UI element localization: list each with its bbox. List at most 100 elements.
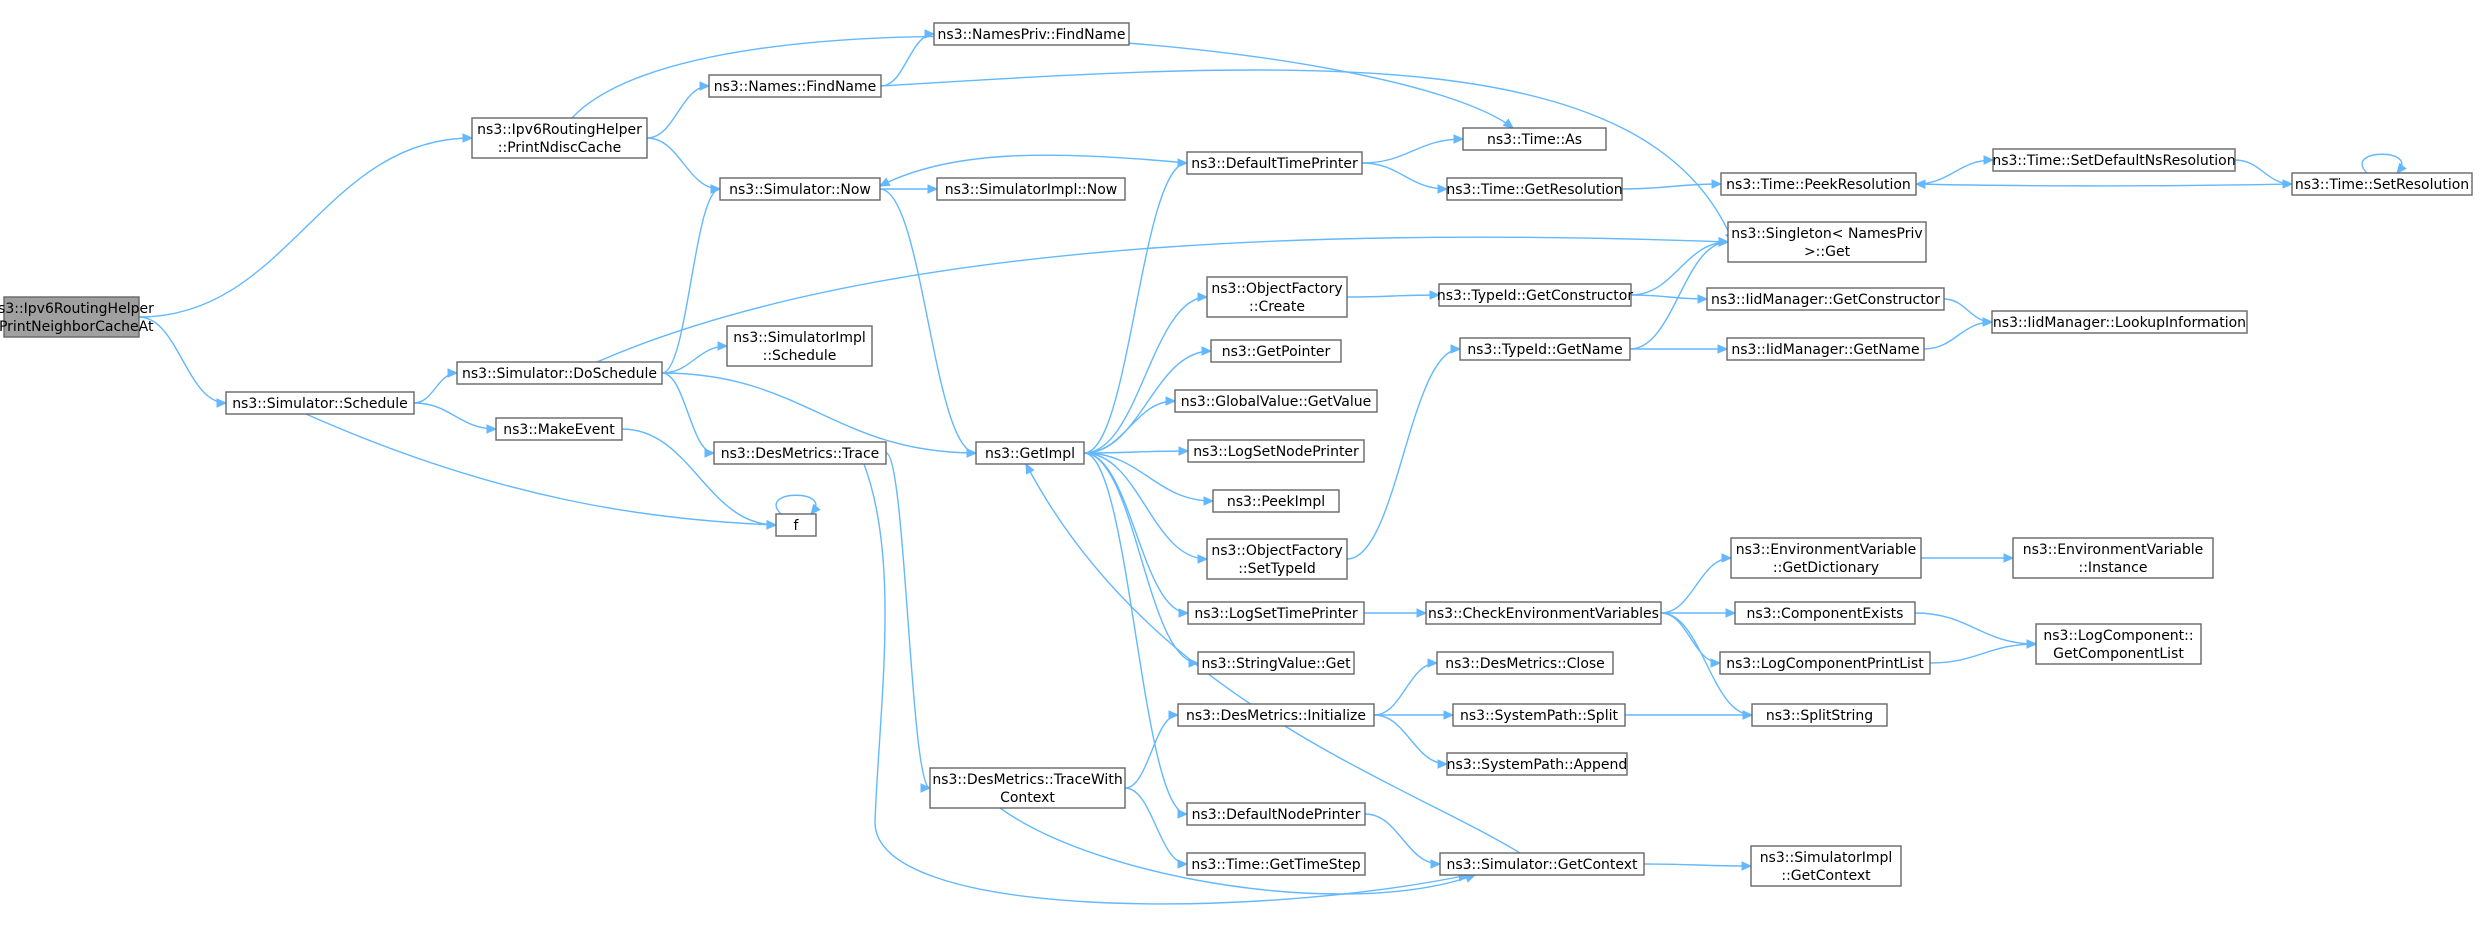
node-box — [456, 361, 663, 385]
edge-arrowhead — [1443, 710, 1455, 720]
node-label: ns3::Singleton< NamesPriv — [1731, 226, 1922, 242]
node-timeSetDefRes[interactable]: ns3::Time::SetDefaultNsResolution — [1992, 148, 2236, 172]
node-box — [1439, 852, 1645, 876]
edge-arrowhead — [810, 503, 821, 515]
node-checkEnv[interactable]: ns3::CheckEnvironmentVariables — [1425, 601, 1662, 625]
edge-arrowhead — [1741, 861, 1753, 871]
node-label: ns3::Ipv6RoutingHelper — [0, 301, 154, 317]
node-label: ns3::IidManager::GetConstructor — [1711, 292, 1940, 308]
edge-arrowhead — [1427, 658, 1439, 668]
node-box — [1446, 177, 1623, 201]
node-label: ns3::LogSetTimePrinter — [1194, 606, 1358, 622]
edge-logSetTime-to-checkEnv — [1364, 608, 1428, 618]
edge-arrowhead — [920, 783, 932, 793]
node-peekImpl[interactable]: ns3::PeekImpl — [1212, 489, 1340, 513]
node-defTimePrinter[interactable]: ns3::DefaultTimePrinter — [1186, 151, 1363, 175]
edge-timeSetRes-to-timePeekRes — [1914, 179, 2293, 189]
node-label: ns3::SimulatorImpl — [1760, 850, 1893, 866]
node-label: ns3::EnvironmentVariable — [1736, 542, 1917, 558]
node-box — [1727, 221, 1927, 263]
node-desClose[interactable]: ns3::DesMetrics::Close — [1436, 651, 1614, 675]
node-box — [495, 417, 623, 441]
node-namesPrivFind[interactable]: ns3::NamesPriv::FindName — [933, 22, 1130, 46]
node-box — [1446, 752, 1628, 776]
node-box — [225, 391, 415, 415]
node-compExists[interactable]: ns3::ComponentExists — [1734, 601, 1916, 625]
edge-getImpl-to-gvGetValue — [1083, 396, 1177, 454]
node-getImpl[interactable]: ns3::GetImpl — [975, 441, 1085, 465]
node-simNow[interactable]: ns3::Simulator::Now — [719, 177, 881, 201]
node-typeIdGetCtor[interactable]: ns3::TypeId::GetConstructor — [1437, 283, 1633, 307]
node-f[interactable]: f — [775, 513, 817, 537]
node-splitString[interactable]: ns3::SplitString — [1751, 703, 1888, 727]
node-envInstance[interactable]: ns3::EnvironmentVariable::Instance — [2012, 537, 2214, 579]
node-simImplSched[interactable]: ns3::SimulatorImpl::Schedule — [726, 325, 873, 367]
node-simImplGetCtx[interactable]: ns3::SimulatorImpl::GetContext — [1750, 845, 1902, 887]
node-timePeekRes[interactable]: ns3::Time::PeekResolution — [1720, 172, 1917, 196]
edge-defTimePrinter-to-timeAs — [1361, 134, 1465, 164]
node-timeSetRes[interactable]: ns3::Time::SetResolution — [2291, 172, 2473, 196]
node-simGetCtx[interactable]: ns3::Simulator::GetContext — [1439, 852, 1645, 876]
node-box — [1991, 310, 2248, 334]
node-objFactCreate[interactable]: ns3::ObjectFactory::Create — [1206, 276, 1348, 318]
node-label: ns3::StringValue::Get — [1201, 656, 1351, 672]
edge-arrowhead — [1201, 346, 1213, 356]
node-box — [1187, 601, 1365, 625]
node-label: ns3::Names::FindName — [714, 79, 877, 95]
edge-defTimePrinter-to-timeGetRes — [1361, 162, 1449, 194]
edge-arrowhead — [1982, 317, 1994, 327]
node-label: ns3::Time::SetResolution — [2295, 177, 2469, 193]
node-box — [1438, 283, 1632, 307]
node-label: f — [794, 518, 800, 534]
node-sysSplit[interactable]: ns3::SystemPath::Split — [1452, 703, 1626, 727]
node-label: ns3::LogComponent:: — [2043, 628, 2193, 644]
node-typeIdGetName[interactable]: ns3::TypeId::GetName — [1459, 337, 1631, 361]
edge-arrowhead — [2396, 162, 2407, 174]
node-timeAs[interactable]: ns3::Time::As — [1462, 127, 1607, 151]
node-gvGetValue[interactable]: ns3::GlobalValue::GetValue — [1174, 389, 1378, 413]
node-makeEvent[interactable]: ns3::MakeEvent — [495, 417, 623, 441]
node-desInit[interactable]: ns3::DesMetrics::Initialize — [1177, 703, 1375, 727]
edge-arrowhead — [216, 398, 228, 408]
node-objFactSetTypeId[interactable]: ns3::ObjectFactory::SetTypeId — [1206, 538, 1348, 580]
node-schedule[interactable]: ns3::Simulator::Schedule — [225, 391, 415, 415]
node-box — [1212, 489, 1340, 513]
node-box — [1706, 287, 1945, 311]
edge-root-to-printNdisc — [138, 133, 474, 318]
node-namesFind[interactable]: ns3::Names::FindName — [708, 74, 882, 98]
node-sysAppend[interactable]: ns3::SystemPath::Append — [1446, 752, 1628, 776]
root-node[interactable]: ns3::Ipv6RoutingHelper::PrintNeighborCac… — [0, 296, 154, 338]
node-label: ns3::Time::PeekResolution — [1726, 177, 1911, 193]
node-label: ns3::Time::SetDefaultNsResolution — [1992, 153, 2235, 169]
node-desTrace[interactable]: ns3::DesMetrics::Trace — [713, 441, 887, 465]
node-box — [2291, 172, 2473, 196]
node-iidGetName[interactable]: ns3::IidManager::GetName — [1726, 337, 1925, 361]
node-logSetNode[interactable]: ns3::LogSetNodePrinter — [1187, 439, 1365, 463]
node-label: GetComponentList — [2053, 646, 2184, 662]
node-label: ns3::SplitString — [1766, 708, 1873, 724]
edge-compExists-to-logCompGetList — [1914, 612, 2038, 649]
node-label: ::PrintNdiscCache — [498, 140, 621, 156]
node-label: ns3::DesMetrics::Trace — [721, 446, 880, 462]
node-logCompGetList[interactable]: ns3::LogComponent::GetComponentList — [2035, 623, 2202, 665]
node-envGetDict[interactable]: ns3::EnvironmentVariable::GetDictionary — [1730, 537, 1922, 579]
node-box — [1197, 651, 1355, 675]
node-label: ns3::TypeId::GetConstructor — [1437, 288, 1633, 304]
node-singletonGet[interactable]: ns3::Singleton< NamesPriv >::Get — [1727, 221, 1927, 263]
node-timeGetRes[interactable]: ns3::Time::GetResolution — [1446, 177, 1623, 201]
node-logSetTime[interactable]: ns3::LogSetTimePrinter — [1187, 601, 1365, 625]
node-doSchedule[interactable]: ns3::Simulator::DoSchedule — [456, 361, 663, 385]
node-timeGetStep[interactable]: ns3::Time::GetTimeStep — [1186, 852, 1366, 876]
edge-getImpl-to-objFactCreate — [1083, 292, 1209, 454]
edge-arrowhead — [1710, 658, 1722, 668]
node-iidGetCtor[interactable]: ns3::IidManager::GetConstructor — [1706, 287, 1945, 311]
node-simImplNow[interactable]: ns3::SimulatorImpl::Now — [936, 177, 1126, 201]
node-getPointer[interactable]: ns3::GetPointer — [1210, 339, 1342, 363]
node-defNodePrinter[interactable]: ns3::DefaultNodePrinter — [1186, 802, 1366, 826]
node-printNdisc[interactable]: ns3::Ipv6RoutingHelper::PrintNdiscCache — [471, 117, 648, 159]
node-box — [2035, 623, 2202, 665]
node-logCompPrint[interactable]: ns3::LogComponentPrintList — [1719, 651, 1931, 675]
node-strValGet[interactable]: ns3::StringValue::Get — [1197, 651, 1355, 675]
node-iidLookup[interactable]: ns3::IidManager::LookupInformation — [1991, 310, 2248, 334]
